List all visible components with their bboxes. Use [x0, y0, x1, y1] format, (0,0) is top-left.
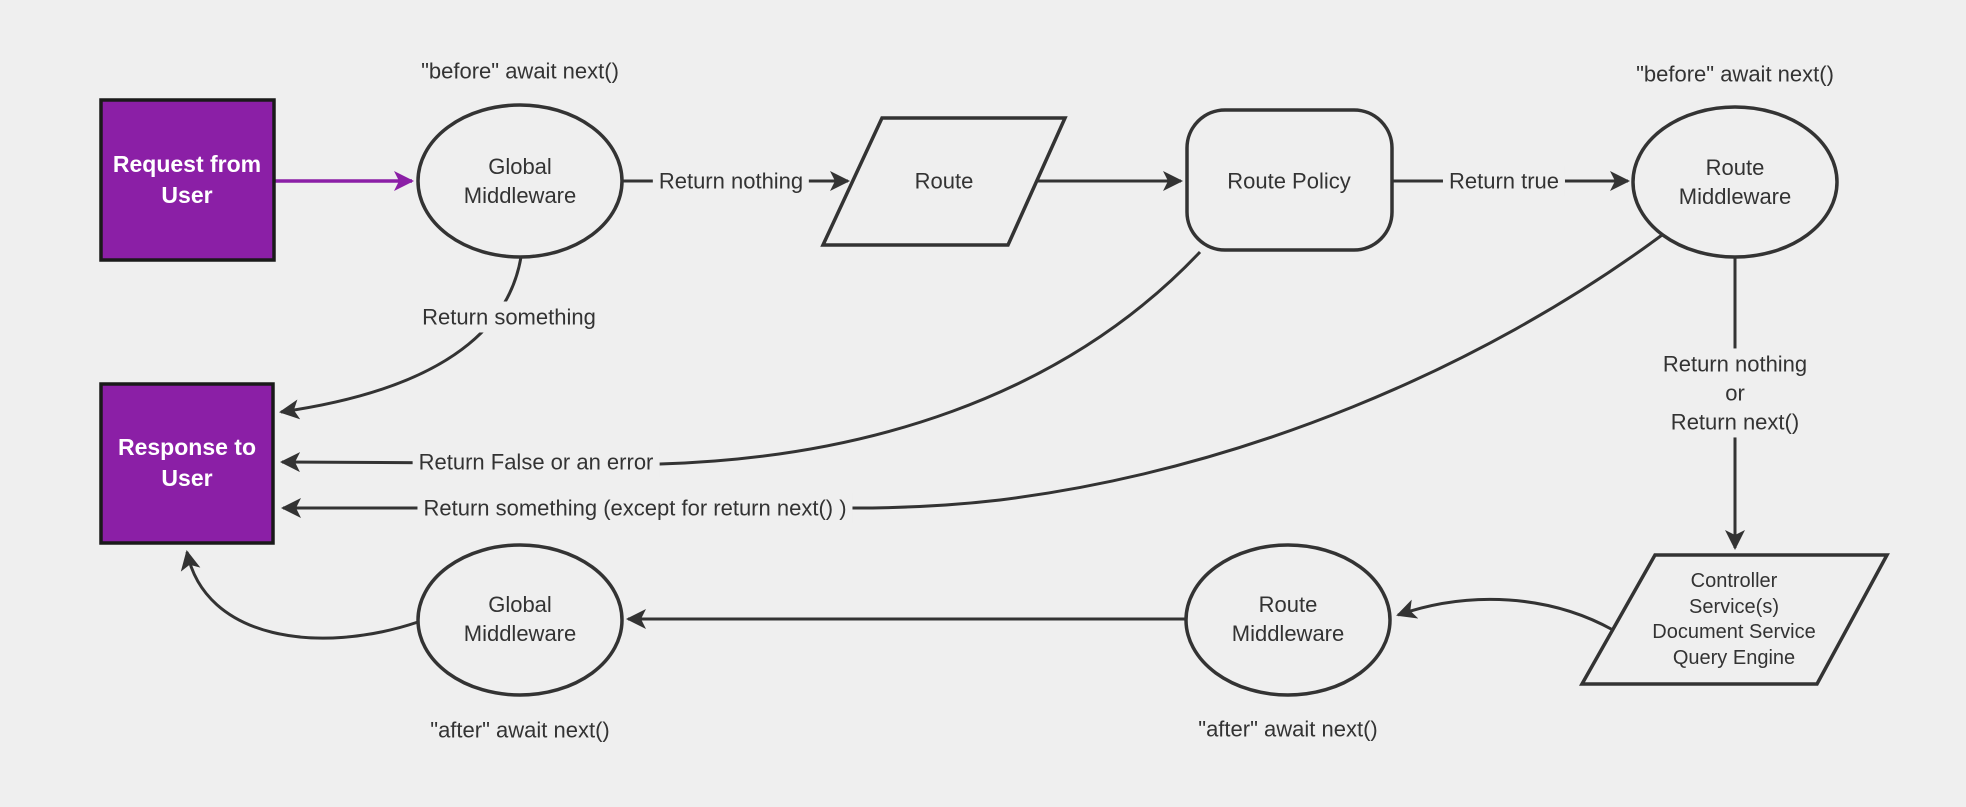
return-nothing-line: Return nothing: [1662, 351, 1808, 377]
return-something-except-label: Return something (except for return next…: [417, 492, 853, 524]
or-line: or: [1725, 380, 1745, 406]
global-middleware-bottom-ellipse: [416, 543, 624, 697]
response-to-user-box: [99, 382, 275, 545]
services-line: Service(s): [1688, 595, 1779, 618]
return-something-label: Return something: [416, 301, 602, 333]
request-from-user-box: [99, 98, 276, 262]
return-nothing-or-next-label: Return nothing or Return next(): [1656, 348, 1814, 438]
route-middleware-bottom-ellipse: [1184, 543, 1392, 697]
route-policy-box: [1185, 108, 1394, 252]
response-to-user-label: Response to User: [117, 433, 257, 491]
return-true-label: Return true: [1442, 165, 1566, 197]
after-await-next-route-label: "after" await next(): [1198, 716, 1378, 742]
return-next-line: Return next(): [1670, 409, 1800, 435]
controller-services-label: Controller Service(s) Document Service Q…: [1652, 569, 1815, 671]
controller-line: Controller: [1690, 570, 1778, 592]
edge-controller-to-route-middleware-after: [1396, 597, 1614, 632]
controller-parallelogram: [1578, 553, 1890, 686]
global-middleware-bottom-label: Global Middleware: [463, 591, 577, 646]
route-middleware-top-label: Route Middleware: [1678, 154, 1792, 209]
document-service-line: Document Service: [1652, 621, 1816, 643]
global-middleware-top-ellipse: [416, 103, 624, 259]
return-nothing-label: Return nothing: [652, 165, 810, 197]
route-middleware-bottom-label: Route Middleware: [1231, 591, 1345, 646]
global-middleware-top-label: Global Middleware: [463, 153, 577, 208]
route-parallelogram: [820, 116, 1068, 247]
edge-global-middleware-return-something-to-response: [279, 256, 523, 420]
edge-route-middleware-return-something-to-response: [281, 233, 1663, 518]
return-false-or-error-label: Return False or an error: [412, 446, 660, 478]
before-await-next-route-label: "before" await next(): [1636, 61, 1834, 87]
request-from-user-label: Request from User: [112, 150, 262, 208]
edge-global-middleware-after-to-response: [180, 550, 419, 640]
route-label: Route: [914, 168, 974, 194]
after-await-next-global-label: "after" await next(): [430, 717, 610, 743]
route-middleware-top-ellipse: [1631, 105, 1839, 259]
edge-route-policy-return-false-to-response: [280, 250, 1202, 473]
query-engine-line: Query Engine: [1672, 646, 1796, 669]
before-await-next-global-label: "before" await next(): [421, 58, 619, 84]
route-policy-label: Route Policy: [1227, 168, 1351, 194]
